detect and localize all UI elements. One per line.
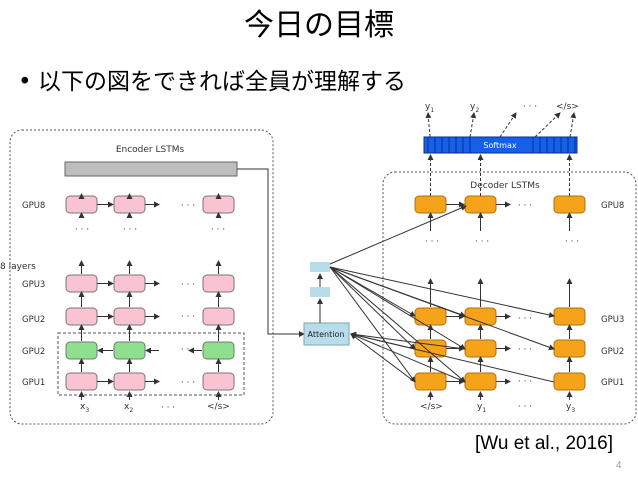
decoder-vertical-ellipsis-2: · · · [475, 237, 489, 247]
encoder-lstm-cell-gpu2-lower-1 [65, 341, 98, 360]
encoder-row-label-gpu8: GPU8 [22, 201, 45, 211]
decoder-lstm-cell-gpu2-3 [553, 339, 586, 358]
attention-context-arrow [329, 266, 416, 350]
softmax-output-arrow [499, 112, 517, 138]
encoder-output-bar [64, 161, 238, 177]
encoder-lstm-cell-gpu3-3 [202, 274, 235, 293]
bidirectional-layer-box [57, 332, 245, 396]
decoder-title: Decoder LSTMs [470, 181, 540, 191]
encoder-vertical-ellipsis-2: · · · [123, 225, 137, 235]
encoder-lstm-cell-gpu3-1 [65, 274, 98, 293]
encoder-lstm-cell-gpu8-1 [65, 195, 98, 214]
attention-input-arrow [350, 333, 466, 383]
encoder-input-x2: x2 [124, 402, 133, 414]
softmax-output-arrow [469, 112, 477, 138]
decoder-ellipsis-row3: · · · [518, 314, 532, 324]
slide-title: 今日の目標 [244, 8, 394, 43]
bullet-text: 以下の図をできれば全員が理解する [38, 69, 406, 95]
decoder-input-y3: y3 [566, 402, 575, 414]
attention-context-arrow [329, 266, 555, 318]
encoder-row-label-gpu2-lower: GPU2 [22, 347, 45, 357]
encoder-lstm-cell-gpu3-2 [113, 274, 146, 293]
attention-context-lower [310, 287, 330, 297]
decoder-lstm-cell-gpu8-1 [414, 195, 447, 214]
decoder-output-y2: y2 [470, 102, 479, 114]
decoder-output-ellipsis: · · · [523, 102, 537, 112]
decoder-input-eos: </s> [420, 402, 443, 412]
decoder-row-label-gpu2: GPU2 [601, 347, 624, 357]
encoder-to-attention-arrow [237, 168, 305, 337]
attention-context-arrow [329, 266, 416, 383]
encoder-vertical-ellipsis-1: · · · [75, 225, 89, 235]
encoder-lstm-cell-gpu1-2 [113, 372, 146, 391]
softmax-output-arrow [534, 112, 561, 138]
encoder-row-label-gpu1: GPU1 [22, 378, 45, 388]
decoder-input-y1: y1 [477, 402, 486, 414]
decoder-lstm-cell-gpu1-2 [464, 372, 497, 391]
decoder-row-label-gpu1: GPU1 [601, 378, 624, 388]
decoder-lstm-cell-gpu3-3 [553, 307, 586, 326]
decoder-output-y1: y1 [425, 102, 434, 114]
decoder-lstm-cell-gpu3-1 [414, 307, 447, 326]
decoder-lstm-cell-gpu2-2 [464, 339, 497, 358]
encoder-ellipsis-row3: · · · [181, 280, 195, 290]
attention-context-arrow [329, 266, 466, 350]
decoder-input-ellipsis: · · · [518, 402, 532, 412]
decoder-ellipsis-row8: · · · [518, 201, 532, 211]
citation: [Wu et al., 2016] [475, 433, 614, 454]
decoder-ellipsis-row1: · · · [518, 377, 532, 387]
attention-context-arrow [329, 266, 466, 383]
encoder-lstm-cell-gpu2-upper-3 [202, 307, 235, 326]
encoder-lstm-cell-gpu2-upper-1 [65, 307, 98, 326]
encoder-lstm-cell-gpu2-upper-2 [113, 307, 146, 326]
bullet-item: •以下の図をできれば全員が理解する [18, 66, 406, 98]
encoder-vertical-ellipsis-3: · · · [211, 225, 225, 235]
decoder-output-eos: </s> [556, 102, 579, 112]
decoder-lstm-cell-gpu1-1 [414, 372, 447, 391]
softmax-output-arrow [569, 112, 577, 138]
decoder-ellipsis-row2: · · · [518, 345, 532, 355]
encoder-row-label-gpu2-upper: GPU2 [22, 315, 45, 325]
attention-box [303, 322, 350, 346]
decoder-vertical-ellipsis-1: · · · [425, 237, 439, 247]
encoder-ellipsis-row1: · · · [181, 378, 195, 388]
attention-input-arrow [350, 332, 416, 350]
encoder-input-ellipsis: · · · [161, 403, 175, 413]
decoder-row-label-gpu3: GPU3 [601, 315, 624, 325]
attention-context-upper [310, 262, 330, 272]
encoder-lstm-cell-gpu8-2 [113, 195, 146, 214]
encoder-row-label-gpu3: GPU3 [22, 280, 45, 290]
bullet-marker: • [18, 69, 32, 95]
decoder-lstm-cell-gpu1-3 [553, 372, 586, 391]
encoder-ellipsis-row2u: · · · [181, 312, 195, 322]
decoder-vertical-ellipsis-3: · · · [565, 237, 579, 247]
attention-input-arrow [350, 333, 416, 383]
attention-input-arrow [350, 331, 466, 350]
encoder-lstm-cell-gpu1-1 [65, 372, 98, 391]
encoder-title: Encoder LSTMs [116, 145, 185, 155]
page-number: 4 [616, 460, 622, 471]
encoder-layers-label: 8 layers [0, 262, 36, 272]
encoder-lstm-cell-gpu2-lower-2 [113, 341, 146, 360]
attention-label: Attention [308, 330, 345, 339]
encoder-input-x3: x3 [80, 402, 89, 414]
encoder-lstm-cell-gpu1-3 [202, 372, 235, 391]
decoder-lstm-cell-gpu8-3 [553, 195, 586, 214]
decoder-row-label-gpu8: GPU8 [601, 201, 624, 211]
attention-context-arrow [329, 266, 555, 351]
decoder-lstm-cell-gpu8-2 [464, 195, 497, 214]
encoder-lstm-cell-gpu8-3 [202, 195, 235, 214]
attention-to-decoder-top-arrow [329, 205, 467, 265]
encoder-ellipsis-row8: · · · [181, 201, 195, 211]
encoder-lstm-cell-gpu2-lower-3 [202, 341, 235, 360]
softmax-label: Softmax [483, 141, 516, 150]
encoder-panel [9, 129, 274, 425]
softmax-output-arrow [425, 112, 432, 138]
encoder-input-eos: </s> [207, 402, 230, 412]
